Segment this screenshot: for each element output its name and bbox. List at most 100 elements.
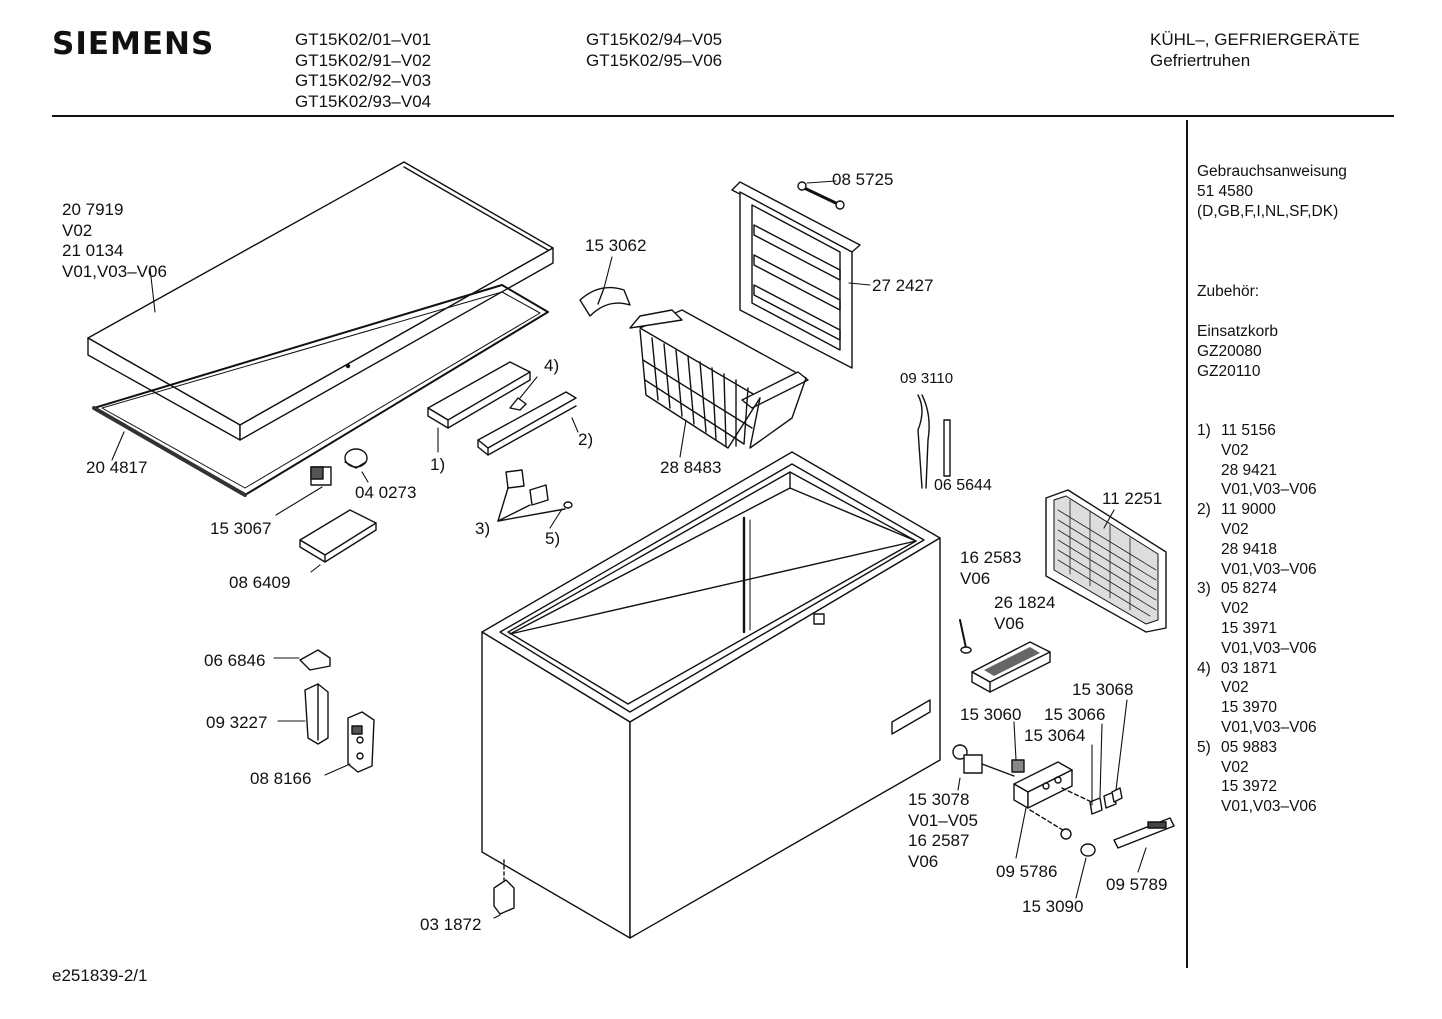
model-number: GT15K02/01–V01 — [295, 30, 432, 49]
part-number: 16 2587 — [908, 831, 970, 850]
part-number: 21 0134 — [62, 241, 124, 260]
footnote-line: V02 — [1221, 441, 1249, 459]
label-09-3110: 09 3110 — [900, 370, 954, 387]
footnote-number: 5) — [1197, 738, 1211, 756]
label-09-5789: 09 5789 — [1106, 875, 1168, 894]
variant: V06 — [960, 568, 991, 588]
footnote-line: 15 3972 — [1221, 778, 1278, 796]
footnote-number: 3) — [1197, 580, 1211, 598]
footnote-line: V01,V03–V06 — [1221, 560, 1317, 578]
latch-part-drawing — [310, 448, 368, 486]
model-list-1: GT15K02/01–V01 GT15K02/91–V02 GT15K02/92… — [295, 30, 431, 112]
model-number: GT15K02/92–V03 — [295, 71, 432, 90]
label-ref-1: 1) — [430, 455, 446, 474]
label-15-3064: 15 3064 — [1024, 726, 1086, 745]
label-ref-3: 3) — [475, 519, 491, 538]
footnote-line: V02 — [1221, 520, 1249, 538]
label-ref-2: 2) — [578, 430, 594, 449]
clip-15-3062-drawing — [579, 286, 631, 317]
label-16-2583: 16 2583 V06 — [960, 548, 1021, 589]
label-lid: 20 7919 V02 21 0134 V01,V03–V06 — [62, 200, 167, 282]
gasket-drawing — [92, 284, 549, 497]
manual-number: 51 4580 — [1197, 182, 1254, 200]
footnote-line: 28 9418 — [1221, 540, 1278, 558]
footnote-line: 11 5156 — [1221, 422, 1276, 439]
label-11-2251: 11 2251 — [1102, 489, 1163, 508]
brand-logo: SIEMENS — [52, 26, 215, 62]
category: KÜHL–, GEFRIERGERÄTE Gefriertruhen — [1150, 30, 1360, 71]
label-04-0273: 04 0273 — [355, 483, 417, 502]
footnote-line: 15 3970 — [1221, 699, 1278, 717]
label-06-6846: 06 6846 — [204, 651, 266, 670]
footnote-number: 1) — [1197, 422, 1211, 439]
control-unit-drawing — [952, 744, 1175, 857]
manual-info: Gebrauchsanweisung 51 4580 (D,GB,F,I,NL,… — [1197, 162, 1347, 221]
model-number: GT15K02/93–V04 — [295, 91, 432, 111]
basket-drawing — [629, 309, 809, 449]
evaporator-panel-drawing — [731, 181, 861, 369]
hinge-drawing — [347, 711, 375, 773]
footnote-line: V01,V03–V06 — [1221, 639, 1317, 657]
model-number: GT15K02/94–V05 — [586, 30, 723, 49]
screw-drawing — [959, 619, 972, 654]
freezer-cabinet-drawing — [481, 451, 941, 939]
label-ref-4: 4) — [544, 356, 560, 375]
sidebar-divider — [1186, 120, 1188, 968]
label-15-3066: 15 3066 — [1044, 705, 1106, 724]
label-08-5725: 08 5725 — [832, 170, 894, 189]
accessory-code: GZ20080 — [1197, 342, 1262, 360]
label-15-3078: 15 3078 V01–V05 16 2587 V06 — [908, 790, 978, 872]
footnote-line: 05 9883 — [1221, 738, 1278, 756]
part-number: 26 1824 — [994, 593, 1056, 612]
variant: V06 — [908, 851, 939, 871]
category-subtitle: Gefriertruhen — [1150, 50, 1251, 70]
model-list-2: GT15K02/94–V05 GT15K02/95–V06 — [586, 30, 722, 71]
leader-lines — [111, 180, 1147, 919]
category-title: KÜHL–, GEFRIERGERÄTE — [1150, 30, 1360, 49]
label-15-3068: 15 3068 — [1072, 680, 1134, 699]
label-15-3062: 15 3062 — [585, 236, 647, 255]
footnote-line: V01,V03–V06 — [1221, 481, 1317, 499]
model-number: GT15K02/91–V02 — [295, 50, 432, 70]
lamp-cover-drawing — [299, 509, 377, 563]
label-15-3067: 15 3067 — [210, 519, 272, 538]
manual-title: Gebrauchsanweisung — [1197, 163, 1347, 180]
footnote-line: 28 9421 — [1221, 461, 1278, 479]
variant: V06 — [994, 613, 1025, 633]
accessory-code: GZ20110 — [1197, 362, 1261, 380]
footnote-line: V02 — [1221, 758, 1249, 776]
label-08-6409: 08 6409 — [229, 573, 291, 592]
hinge-plate-drawing — [304, 683, 329, 745]
label-15-3090: 15 3090 — [1022, 897, 1084, 916]
footnote-line: 05 8274 — [1221, 580, 1278, 598]
label-08-8166: 08 8166 — [250, 769, 312, 788]
hinge-cover-drawing — [299, 649, 331, 671]
footnote-line: V01,V03–V06 — [1221, 718, 1317, 736]
part-number: 16 2583 — [960, 548, 1022, 567]
sensor-drawing — [917, 394, 951, 489]
document-id: e251839-2/1 — [52, 966, 148, 985]
variant: V02 — [62, 220, 93, 240]
footnote-line: 15 3971 — [1221, 619, 1278, 637]
label-03-1872: 03 1872 — [420, 915, 482, 934]
label-27-2427: 27 2427 — [872, 276, 934, 295]
footnote-line: 11 9000 — [1221, 501, 1276, 519]
footnote-number: 4) — [1197, 659, 1211, 677]
accessory-info: Einsatzkorb GZ20080 GZ20110 — [1197, 322, 1278, 381]
label-06-5644: 06 5644 — [934, 477, 992, 494]
handle-drawing — [427, 361, 577, 456]
header-divider — [52, 115, 1394, 117]
label-28-8483: 28 8483 — [660, 458, 722, 477]
lid-drawing — [87, 161, 554, 441]
light-housing-drawing — [971, 641, 1051, 693]
variant: V01–V05 — [908, 810, 978, 830]
label-ref-5: 5) — [545, 529, 561, 548]
footnote-line: V02 — [1221, 600, 1249, 618]
label-26-1824: 26 1824 V06 — [994, 593, 1055, 634]
